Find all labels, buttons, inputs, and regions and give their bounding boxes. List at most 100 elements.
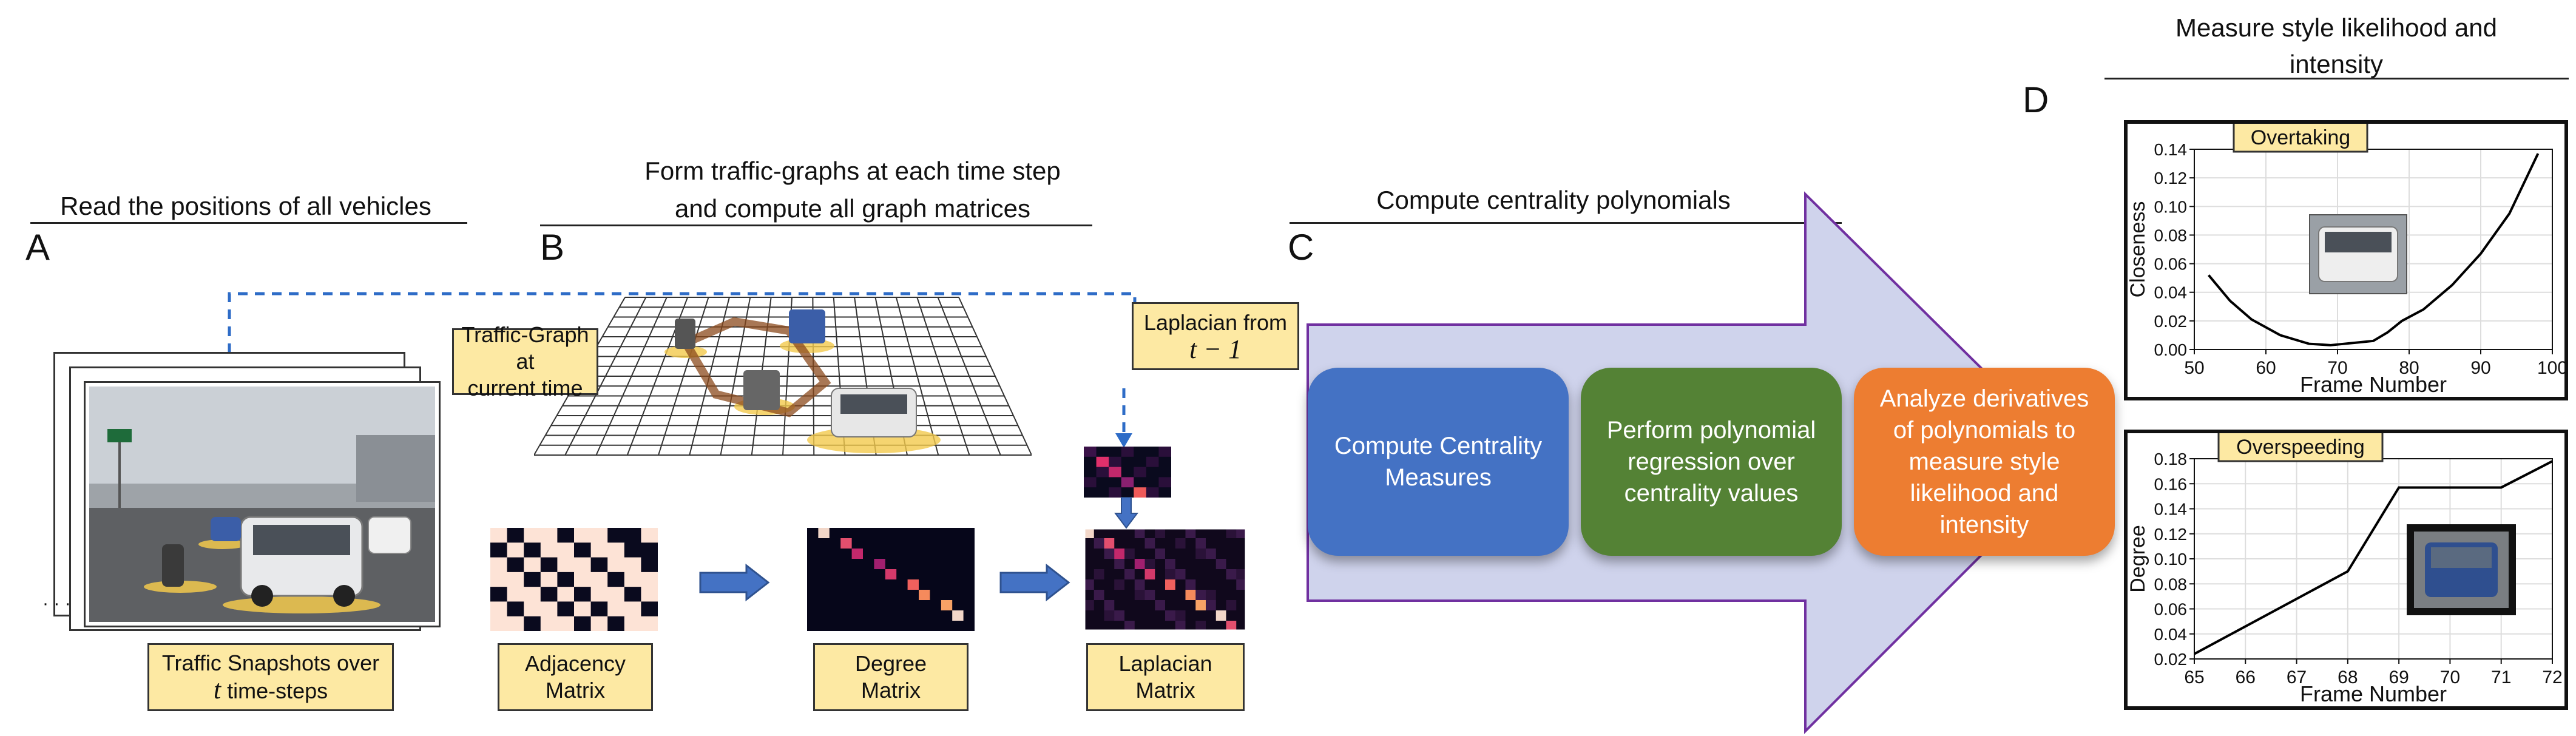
- section-b-title-line2: and compute all graph matrices: [675, 194, 1030, 223]
- matrix-cell: [490, 572, 508, 587]
- matrix-cell: [1134, 477, 1147, 488]
- matrix-cell: [1175, 549, 1186, 559]
- matrix-cell: [524, 542, 541, 558]
- matrix-cell: [1124, 610, 1135, 621]
- label-degree-line2: Matrix: [861, 678, 921, 703]
- laplacian-down-arrow: [1114, 497, 1138, 529]
- matrix-cell: [885, 559, 897, 570]
- matrix-cell: [540, 616, 558, 631]
- matrix-cell: [1206, 621, 1217, 631]
- matrix-cell: [1104, 590, 1115, 601]
- matrix-cell: [840, 579, 853, 590]
- matrix-cell: [1236, 600, 1246, 611]
- matrix-cell: [1155, 569, 1166, 580]
- matrix-cell: [540, 572, 558, 587]
- matrix-cell: [1215, 590, 1226, 601]
- laplacian-prev-matrix: [1084, 447, 1171, 498]
- matrix-cell: [896, 559, 908, 570]
- matrix-cell: [874, 621, 886, 631]
- matrix-cell: [1124, 559, 1135, 570]
- matrix-cell: [896, 549, 908, 559]
- matrix-cell: [574, 616, 592, 631]
- y-tick-label: 0.14: [2154, 500, 2188, 519]
- matrix-cell: [941, 559, 953, 570]
- matrix-cell: [840, 549, 853, 559]
- matrix-cell: [1134, 549, 1145, 559]
- matrix-cell: [1236, 569, 1246, 580]
- matrix-cell: [863, 569, 874, 580]
- matrix-cell: [1215, 600, 1226, 611]
- matrix-cell: [807, 600, 819, 611]
- matrix-cell: [807, 610, 819, 621]
- grid-line-v: [916, 297, 970, 456]
- matrix-cell: [1206, 569, 1217, 580]
- matrix-cell: [1096, 477, 1109, 488]
- matrix-cell: [490, 528, 508, 543]
- matrix-cell: [1114, 600, 1125, 611]
- matrix-cell: [1146, 456, 1159, 468]
- matrix-cell: [941, 590, 953, 601]
- matrix-cell: [1236, 528, 1246, 539]
- matrix-cell: [952, 559, 964, 570]
- matrix-cell: [941, 600, 953, 611]
- matrix-cell: [963, 579, 975, 590]
- matrix-cell: [1121, 477, 1134, 488]
- matrix-cell: [930, 579, 942, 590]
- matrix-cell: [1104, 559, 1115, 570]
- matrix-cell: [1094, 600, 1104, 611]
- section-b-rule: [540, 225, 1092, 226]
- matrix-cell: [507, 542, 524, 558]
- matrix-cell: [641, 601, 658, 617]
- matrix-cell: [885, 538, 897, 549]
- matrix-cell: [1185, 621, 1196, 631]
- matrix-cell: [524, 601, 541, 617]
- matrix-cell: [874, 569, 886, 580]
- matrix-cell: [919, 590, 930, 601]
- matrix-cell: [885, 549, 897, 559]
- matrix-cell: [941, 528, 953, 539]
- matrix-cell: [1158, 456, 1171, 468]
- matrix-cell: [1084, 621, 1095, 631]
- matrix-cell: [1144, 590, 1155, 601]
- matrix-cell: [863, 538, 874, 549]
- matrix-cell: [1134, 559, 1145, 570]
- matrix-cell: [963, 569, 975, 580]
- matrix-cell: [490, 557, 508, 573]
- matrix-cell: [1084, 569, 1095, 580]
- matrix-cell: [1155, 528, 1166, 539]
- chart-badge: Overtaking: [2233, 121, 2368, 153]
- x-tick-label: 70: [2440, 667, 2460, 687]
- matrix-cell: [907, 621, 919, 631]
- matrix-cell: [624, 557, 641, 573]
- vehicle-thumbnail: [2407, 524, 2516, 615]
- matrix-cell: [1114, 569, 1125, 580]
- section-a-rule: [30, 222, 467, 224]
- matrix-cell: [1124, 538, 1135, 549]
- matrix-cell: [1084, 456, 1097, 468]
- label-adjacency-line1: Adjacency: [524, 651, 626, 676]
- matrix-cell: [818, 590, 830, 601]
- matrix-cell: [1185, 538, 1196, 549]
- matrix-cell: [1146, 467, 1159, 478]
- matrix-cell: [1206, 590, 1217, 601]
- label-adjacency-line2: Matrix: [546, 678, 605, 703]
- x-tick-label: 71: [2491, 667, 2511, 687]
- matrix-cell: [1185, 579, 1196, 590]
- process-box-1-text: Compute Centrality Measures: [1334, 433, 1543, 491]
- matrix-cell: [807, 569, 819, 580]
- matrix-cell: [1206, 559, 1217, 570]
- matrix-cell: [1121, 467, 1134, 478]
- snapshot-front: [84, 381, 441, 627]
- matrix-cell: [624, 601, 641, 617]
- matrix-cell: [1084, 590, 1095, 601]
- matrix-cell: [896, 538, 908, 549]
- x-tick-label: 80: [2399, 358, 2419, 378]
- matrix-cell: [557, 601, 575, 617]
- matrix-cell: [1114, 621, 1125, 631]
- matrix-cell: [1158, 467, 1171, 478]
- matrix-cell: [507, 572, 524, 587]
- section-c-letter: C: [1288, 227, 1314, 268]
- matrix-cell: [1195, 600, 1206, 611]
- matrix-cell: [885, 621, 897, 631]
- matrix-cell: [1215, 569, 1226, 580]
